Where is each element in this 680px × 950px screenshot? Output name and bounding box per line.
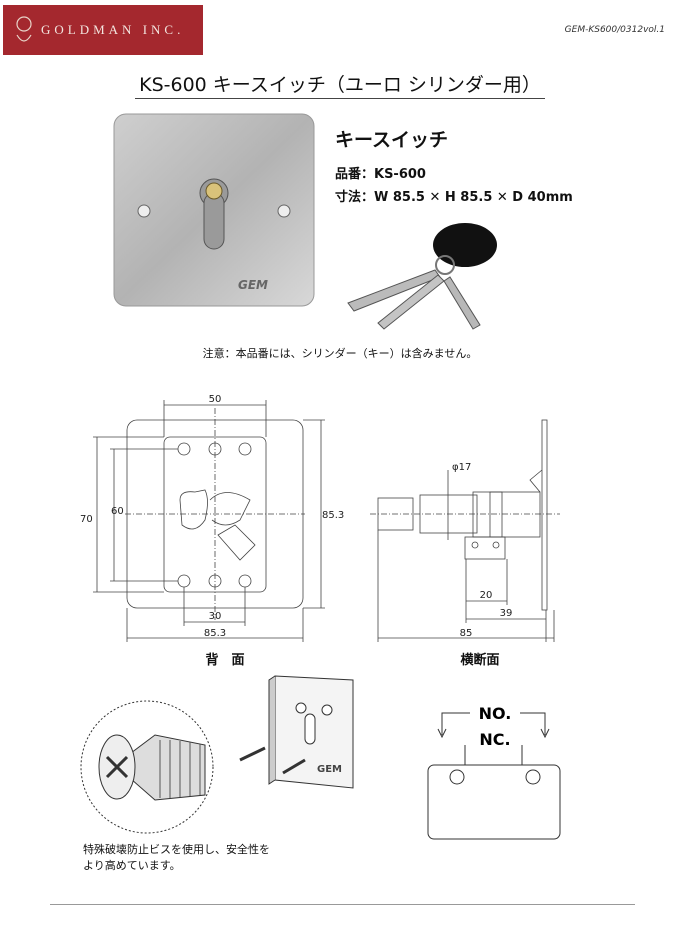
nc-contact-label: NC. [479,730,510,749]
lion-crest-icon [16,16,32,42]
cylinder-note: 注意：本品番には、シリンダー（キー）は含みません。 [202,347,478,360]
dim-20: 20 [480,590,493,601]
dim-39: 39 [500,608,513,619]
back-view-label: 背 面 [205,652,244,668]
company-name: GOLDMAN INC. [41,22,185,37]
page-title: KS-600 キースイッチ（ユーロ シリンダー用） [0,70,680,99]
dim-50: 50 [209,394,222,405]
screw-illustration [80,700,214,834]
company-logo: GOLDMAN INC. [3,5,203,55]
dim-diameter: φ17 [452,462,471,473]
plate-photo: GEM [113,113,315,307]
dim-30: 30 [209,611,222,622]
back-view-drawing: 50 70 60 85.3 30 85.3 背 面 φ17 20 39 85 横… [80,394,560,668]
no-contact-label: NO. [479,704,512,723]
dim-85-3-right: 85.3 [322,510,344,521]
product-dimensions: 寸法：W 85.5 ✕ H 85.5 ✕ D 40mm [335,190,573,205]
dim-85: 85 [460,628,473,639]
screw-caption: 特殊破壊防止ビスを使用し、安全性を より高めています。 [83,843,270,872]
product-name: キースイッチ [335,129,449,151]
footer-divider [50,904,635,905]
product-model: 品番：KS-600 [335,167,426,182]
contacts-diagram: NO. NC. [427,704,561,840]
keys-image [347,223,497,330]
dim-85-3-bottom: 85.3 [204,628,226,639]
document-id: GEM-KS600/0312vol.1 [564,25,665,35]
plate-mounting-illustration: GEM [239,675,354,789]
side-view-label: 横断面 [460,652,499,668]
dim-60: 60 [111,506,124,517]
plate-brand: GEM [238,278,268,292]
dim-70: 70 [80,514,93,525]
svg-text:GEM: GEM [317,764,342,775]
